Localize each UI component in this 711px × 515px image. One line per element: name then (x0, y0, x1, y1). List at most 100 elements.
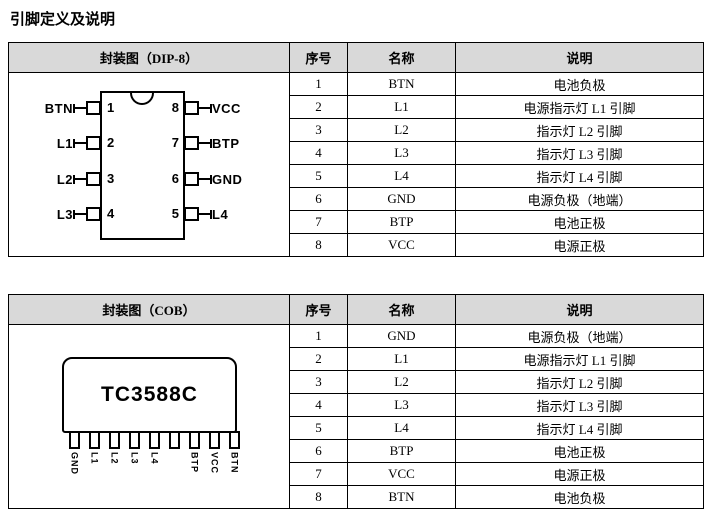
cob-stub (109, 431, 120, 449)
cell-num: 6 (289, 187, 348, 211)
pin7-label: BTP (212, 135, 240, 151)
cell-name: L4 (347, 416, 456, 440)
cell-name: BTP (347, 210, 456, 234)
pin7-wire (199, 138, 212, 148)
pin3-label-row: L2 (11, 170, 86, 188)
cell-num: 5 (289, 416, 348, 440)
cob-pin-label: BTN (229, 452, 240, 494)
cob-pin-label-text: BTP (189, 452, 200, 473)
page-title: 引脚定义及说明 (10, 11, 116, 28)
cell-num: 4 (289, 393, 348, 417)
cell-name: L3 (347, 393, 456, 417)
dip8-diagram-cell: 1 2 3 4 8 7 6 5 BTN L1 L2 (8, 72, 290, 257)
pin5-stub (184, 207, 199, 221)
pin4-label-row: L3 (11, 205, 86, 223)
dip8-package-diagram: 1 2 3 4 8 7 6 5 BTN L1 L2 (9, 73, 289, 256)
pin7-number: 7 (171, 135, 179, 150)
cob-stub (229, 431, 240, 449)
pin4-number: 4 (107, 206, 115, 221)
cob-chip-body: TC3588C (62, 357, 237, 433)
cell-num: 2 (289, 95, 348, 119)
dip8-col-num: 序号 (289, 42, 348, 73)
cell-desc: 电源正极 (455, 462, 704, 486)
cob-stub (149, 431, 160, 449)
pin3-number: 3 (107, 171, 115, 186)
cell-desc: 指示灯 L3 引脚 (455, 141, 704, 165)
dip8-pin-table: 封装图（DIP-8） 序号 名称 说明 1 2 (8, 42, 704, 257)
cob-pin-label: L2 (109, 452, 120, 494)
pin6-label-row: GND (199, 170, 242, 188)
cob-pin-label-text: L4 (149, 452, 160, 465)
cell-desc: 指示灯 L2 引脚 (455, 118, 704, 142)
pin3-wire (73, 174, 86, 184)
cell-desc: 电源指示灯 L1 引脚 (455, 95, 704, 119)
cell-desc: 电池正极 (455, 210, 704, 234)
cell-desc: 电池负极 (455, 72, 704, 96)
pin3-label: L2 (56, 171, 73, 187)
dip8-col-name: 名称 (347, 42, 456, 73)
cell-desc: 电源负极（地端） (455, 324, 704, 348)
cell-desc: 指示灯 L4 引脚 (455, 164, 704, 188)
cob-pin-label-text: BTN (229, 452, 240, 474)
cell-name: BTN (347, 485, 456, 509)
cob-pin-label: GND (69, 452, 80, 494)
pin1-stub (86, 101, 101, 115)
pin2-label: L1 (56, 135, 73, 151)
cob-pin-label: L1 (89, 452, 100, 494)
pin1-number: 1 (107, 100, 115, 115)
cob-col-name: 名称 (347, 294, 456, 325)
pin6-wire (199, 174, 212, 184)
cell-num: 8 (289, 233, 348, 257)
pin4-label: L3 (56, 206, 73, 222)
pin5-label-row: L4 (199, 205, 228, 223)
cell-name: L2 (347, 118, 456, 142)
table-row: TC3588C GND L1 (8, 324, 704, 509)
dip8-package-header: 封装图（DIP-8） (8, 42, 290, 73)
pin5-wire (199, 209, 212, 219)
pin2-stub (86, 136, 101, 150)
cell-num: 2 (289, 347, 348, 371)
cob-chip-label: TC3588C (101, 383, 198, 406)
pin4-stub (86, 207, 101, 221)
cell-num: 1 (289, 324, 348, 348)
cell-desc: 电源正极 (455, 233, 704, 257)
dip8-header-row: 封装图（DIP-8） 序号 名称 说明 (8, 42, 704, 73)
pin8-label-row: VCC (199, 99, 241, 117)
cob-pin-label: L3 (129, 452, 140, 494)
dip8-chip-body (100, 91, 185, 240)
pin5-number: 5 (171, 206, 179, 221)
cob-pin-label (169, 452, 180, 494)
pin1-label-row: BTN (11, 99, 86, 117)
cob-pin-label: BTP (189, 452, 200, 494)
pin1-wire (73, 103, 86, 113)
cob-pin-stubs (69, 431, 240, 449)
pin8-number: 8 (171, 100, 179, 115)
cob-pin-label-text: GND (69, 452, 80, 475)
pin8-wire (199, 103, 212, 113)
pin6-stub (184, 172, 199, 186)
pin7-label-row: BTP (199, 134, 240, 152)
cell-name: L3 (347, 141, 456, 165)
pin2-wire (73, 138, 86, 148)
cob-pin-label-text: VCC (209, 452, 220, 475)
table-row: 1 2 3 4 8 7 6 5 BTN L1 L2 (8, 72, 704, 257)
cell-num: 4 (289, 141, 348, 165)
cell-desc: 电池正极 (455, 439, 704, 463)
cell-name: L1 (347, 347, 456, 371)
pin2-label-row: L1 (11, 134, 86, 152)
pin6-number: 6 (171, 171, 179, 186)
pin1-label: BTN (44, 100, 73, 116)
pin5-label: L4 (212, 206, 229, 222)
cob-package-header: 封装图（COB） (8, 294, 290, 325)
cell-num: 3 (289, 370, 348, 394)
pin2-number: 2 (107, 135, 115, 150)
cob-stub (69, 431, 80, 449)
cob-pin-label: VCC (209, 452, 220, 494)
cell-name: VCC (347, 233, 456, 257)
cob-pin-table: 封装图（COB） 序号 名称 说明 TC3588C (8, 294, 704, 509)
